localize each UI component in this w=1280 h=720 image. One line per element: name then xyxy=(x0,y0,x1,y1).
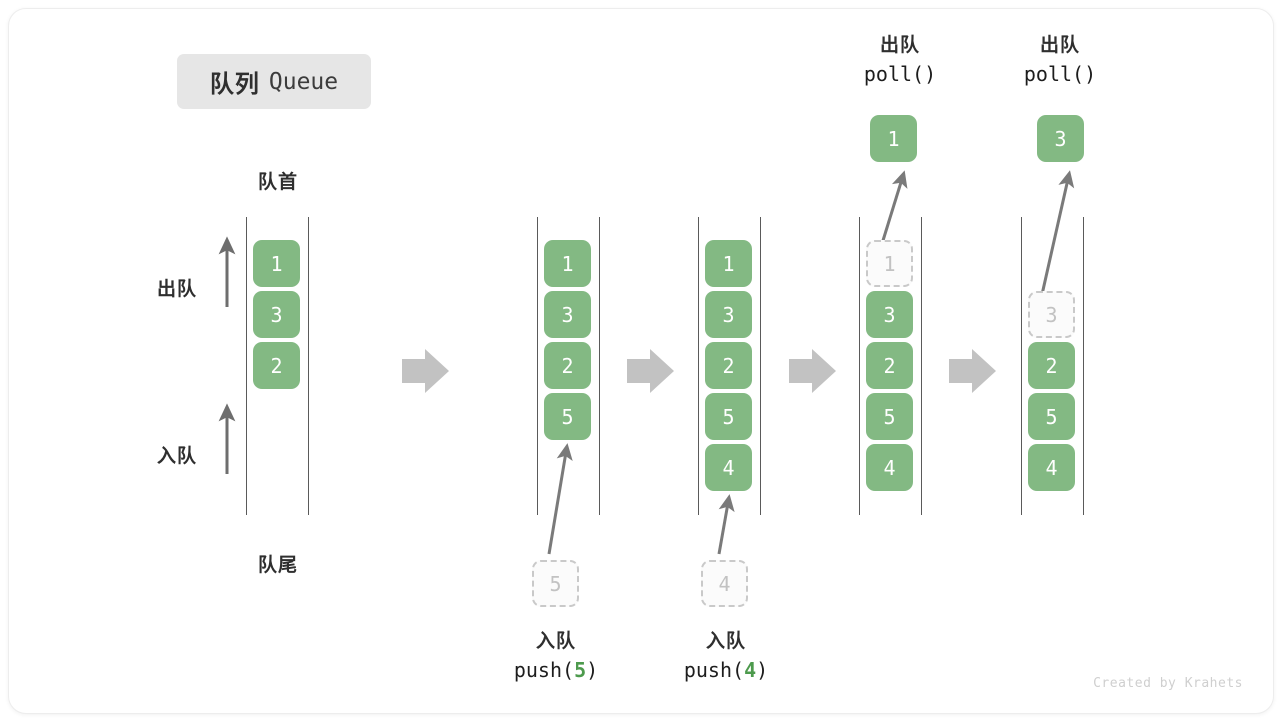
push-5-fn-arg: 5 xyxy=(574,658,587,682)
queue-cell: 2 xyxy=(866,342,913,389)
queue-cell: 3 xyxy=(705,291,752,338)
queue-cell: 1 xyxy=(253,240,300,287)
push-4-label-fn: push(4) xyxy=(626,655,826,685)
queue-cell-removed: 1 xyxy=(866,240,913,287)
transition-arrow-1-icon xyxy=(402,349,449,393)
rail-right xyxy=(760,217,761,515)
cell-stack: 3 2 5 4 xyxy=(1028,291,1075,491)
queue-front-label: 队首 xyxy=(257,172,298,193)
queue-rear-label: 队尾 xyxy=(257,555,298,576)
popped-cell-3: 3 xyxy=(1037,115,1084,162)
cell-stack: 1 3 2 5 4 xyxy=(705,240,752,491)
poll-first-label-fn: poll() xyxy=(863,62,937,86)
queue-cell: 3 xyxy=(544,291,591,338)
push-5-fn-prefix: push( xyxy=(513,658,575,682)
queue-cell-removed: 3 xyxy=(1028,291,1075,338)
push-4-label: 入队 push(4) xyxy=(626,629,826,685)
cell-stack: 1 3 2 5 4 xyxy=(866,240,913,491)
popped-cell-1: 1 xyxy=(870,115,917,162)
rail-right xyxy=(921,217,922,515)
queue-cell: 5 xyxy=(544,393,591,440)
footer-credit: Created by Krahets xyxy=(1093,676,1243,691)
queue-cell: 1 xyxy=(544,240,591,287)
title-badge: 队列 Queue xyxy=(177,54,371,109)
incoming-cell-4: 4 xyxy=(701,560,748,607)
push-5-label-fn: push(5) xyxy=(456,655,656,685)
poll-first-label: 出队 poll() xyxy=(800,33,1000,89)
queue-cell: 4 xyxy=(866,444,913,491)
push-5-arrow-icon xyxy=(547,443,573,555)
incoming-cell-5: 5 xyxy=(532,560,579,607)
poll-second-label-cn: 出队 xyxy=(1039,35,1080,56)
rail-left xyxy=(1021,217,1022,515)
enqueue-direction-label: 入队 xyxy=(157,446,198,467)
push-4-fn-suffix: ) xyxy=(756,658,769,682)
queue-cell: 2 xyxy=(253,342,300,389)
rail-right xyxy=(1083,217,1084,515)
dequeue-direction-label: 出队 xyxy=(157,279,198,300)
push-4-arrow-icon xyxy=(717,494,735,555)
queue-cell: 2 xyxy=(1028,342,1075,389)
queue-cell: 5 xyxy=(705,393,752,440)
push-5-fn-suffix: ) xyxy=(586,658,599,682)
poll-second-label-fn: poll() xyxy=(1023,62,1097,86)
queue-cell: 4 xyxy=(1028,444,1075,491)
rail-left xyxy=(698,217,699,515)
diagram-card: 队列 Queue 队首 队尾 出队 入队 xyxy=(8,8,1274,714)
poll-second-arrow-icon xyxy=(1039,170,1075,300)
title-cn: 队列 xyxy=(209,71,260,98)
push-4-label-cn: 入队 xyxy=(705,631,746,652)
rail-left xyxy=(859,217,860,515)
push-4-fn-arg: 4 xyxy=(744,658,757,682)
transition-arrows-layer xyxy=(402,349,996,393)
queue-cell: 5 xyxy=(1028,393,1075,440)
queue-cell: 3 xyxy=(866,291,913,338)
rail-right xyxy=(308,217,309,515)
title-en: Queue xyxy=(268,68,339,95)
rail-left xyxy=(537,217,538,515)
queue-cell: 2 xyxy=(544,342,591,389)
queue-cell: 3 xyxy=(253,291,300,338)
queue-cell: 2 xyxy=(705,342,752,389)
transition-arrow-3-icon xyxy=(789,349,836,393)
poll-first-arrow-icon xyxy=(879,170,908,248)
queue-cell: 5 xyxy=(866,393,913,440)
direction-arrows-layer xyxy=(218,170,1075,555)
transition-arrow-2-icon xyxy=(627,349,674,393)
push-5-label-cn: 入队 xyxy=(535,631,576,652)
transition-arrow-4-icon xyxy=(949,349,996,393)
push-5-label: 入队 push(5) xyxy=(456,629,656,685)
queue-cell: 4 xyxy=(705,444,752,491)
rail-right xyxy=(599,217,600,515)
cell-stack: 1 3 2 xyxy=(253,240,300,389)
rail-left xyxy=(246,217,247,515)
poll-first-label-cn: 出队 xyxy=(879,35,920,56)
queue-cell: 1 xyxy=(705,240,752,287)
cell-stack: 1 3 2 5 xyxy=(544,240,591,440)
poll-second-label: 出队 poll() xyxy=(960,33,1160,89)
push-4-fn-prefix: push( xyxy=(683,658,745,682)
